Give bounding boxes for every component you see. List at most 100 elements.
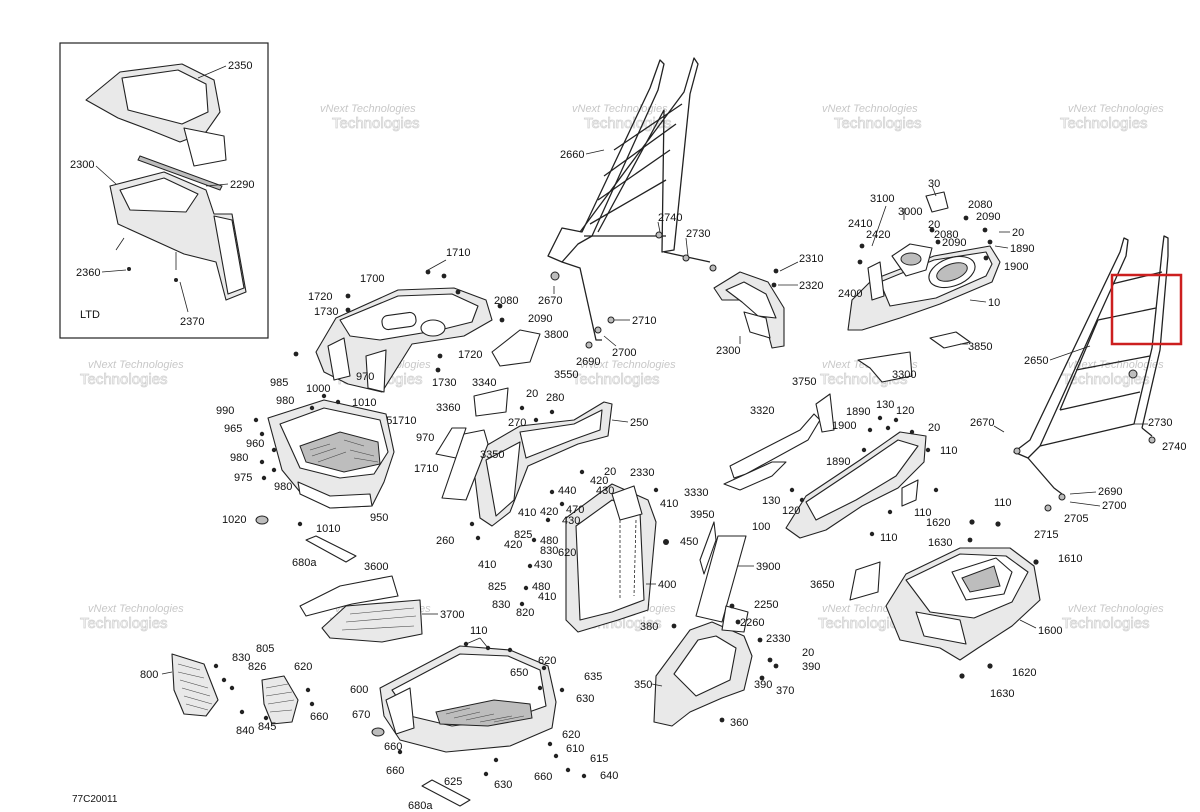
callout-30: 30 (928, 178, 940, 190)
grilles-800-805: 800 805 830 826 620 840 845 660 (140, 643, 328, 737)
callout-2400: 2400 (838, 288, 862, 300)
watermark-logo: Technologies (834, 115, 922, 132)
storage-bin-950 (253, 393, 395, 527)
callout-2080b: 2080 (968, 199, 992, 211)
watermark-logo: Technologies (80, 371, 168, 388)
callout-10: 10 (988, 297, 1000, 309)
callout-800: 800 (140, 669, 158, 681)
callout-100: 100 (752, 521, 770, 533)
callout-270: 270 (508, 417, 526, 429)
callout-2420: 2420 (866, 229, 890, 241)
callout-130b: 130 (762, 495, 780, 507)
callout-3550: 3550 (554, 369, 578, 381)
callout-2370: 2370 (180, 316, 204, 328)
dash-cover-tab (183, 127, 227, 167)
callouts-center-panels: 3340 3360 20 280 270 250 3350 260 (436, 377, 648, 547)
callout-980c: 980 (274, 481, 292, 493)
callout-110: 110 (940, 445, 958, 457)
watermark-text: vNext Technologies (1068, 103, 1164, 115)
screw-2370 (174, 278, 178, 282)
callout-2250: 2250 (754, 599, 778, 611)
callout-1010: 1010 (352, 397, 376, 409)
watermark-text: vNext Technologies (572, 103, 668, 115)
grille-800 (171, 653, 219, 717)
callout-1000: 1000 (306, 383, 330, 395)
callout-3700: 3700 (440, 609, 464, 621)
callout-3650: 3650 (810, 579, 834, 591)
callout-960: 960 (246, 438, 264, 450)
callout-2690: 2690 (576, 356, 600, 368)
callout-1730: 1730 (314, 306, 338, 318)
callout-2715: 2715 (1034, 529, 1058, 541)
callout-20: 20 (928, 219, 940, 231)
watermark-text: vNext Technologies (1068, 359, 1164, 371)
leader (101, 269, 127, 273)
panel-3900 (695, 535, 747, 623)
callout-280: 280 (546, 392, 564, 404)
callout-1630: 1630 (928, 537, 952, 549)
watermark-logo: Technologies (584, 115, 672, 132)
callout-965: 965 (224, 423, 242, 435)
strip-3950 (699, 521, 717, 575)
callout-400: 400 (658, 579, 676, 591)
callout-2360: 2360 (76, 267, 100, 279)
callout-3900: 3900 (756, 561, 780, 573)
panel-3350 (441, 429, 489, 501)
callout-3340: 3340 (472, 377, 496, 389)
watermark-text: vNext Technologies (822, 103, 918, 115)
callout-20b: 20 (1012, 227, 1024, 239)
callout-380: 380 (640, 621, 658, 633)
callout-2650: 2650 (1024, 355, 1048, 367)
panel-3320 (729, 413, 821, 479)
callout-2320: 2320 (799, 280, 823, 292)
callout-1890: 1890 (1010, 243, 1034, 255)
callouts-console: 30 3100 3000 2410 2420 20 2080 2090 2080… (838, 178, 1034, 353)
callout-650: 650 (510, 667, 528, 679)
watermark-logo: Technologies (80, 615, 168, 632)
callout-2730b: 2730 (1148, 417, 1172, 429)
callout-2260: 2260 (740, 617, 764, 629)
callout-1710c: 1710 (414, 463, 438, 475)
dash-cover-top (121, 69, 209, 125)
highlight-box (1110, 273, 1183, 346)
roll-cage-left-2660 (547, 57, 717, 349)
callout-825b: 825 (488, 581, 506, 593)
screw-2360 (127, 267, 131, 271)
callout-630: 630 (576, 693, 594, 705)
callout-20c: 20 (526, 388, 538, 400)
callout-1900b: 1900 (832, 420, 856, 432)
callout-2310: 2310 (799, 253, 823, 265)
callout-1620: 1620 (926, 517, 950, 529)
callout-2080: 2080 (934, 229, 958, 241)
watermark-logo: Technologies (818, 615, 906, 632)
floor-tray-600 (371, 641, 587, 779)
callout-2090c: 2090 (528, 313, 552, 325)
callout-450: 450 (680, 536, 698, 548)
callout-625: 625 (444, 776, 462, 788)
callout-1600: 1600 (1038, 625, 1062, 637)
callout-3100: 3100 (870, 193, 894, 205)
callout-1720: 1720 (308, 291, 332, 303)
callout-20f: 20 (802, 647, 814, 659)
callout-440: 440 (558, 485, 576, 497)
callout-110c: 110 (880, 532, 898, 544)
watermark-text: vNext Technologies (320, 103, 416, 115)
callout-410b: 410 (518, 507, 536, 519)
callout-120b: 120 (782, 505, 800, 517)
callout-3000: 3000 (898, 206, 922, 218)
callout-110d: 110 (994, 497, 1012, 509)
frame-panel-400 (519, 469, 747, 633)
callout-3950: 3950 (690, 509, 714, 521)
watermark-text: vNext Technologies (88, 603, 184, 615)
callout-2660: 2660 (560, 149, 584, 161)
callout-635: 635 (584, 671, 602, 683)
steering-cover-2300: 2310 2320 2300 (713, 253, 823, 357)
callout-2330: 2330 (630, 467, 654, 479)
callout-420: 420 (590, 475, 608, 487)
leader (197, 65, 227, 79)
callout-1700: 1700 (360, 273, 384, 285)
trim-strip-2290 (137, 155, 223, 191)
callout-2350: 2350 (228, 60, 252, 72)
callout-630b: 630 (494, 779, 512, 791)
